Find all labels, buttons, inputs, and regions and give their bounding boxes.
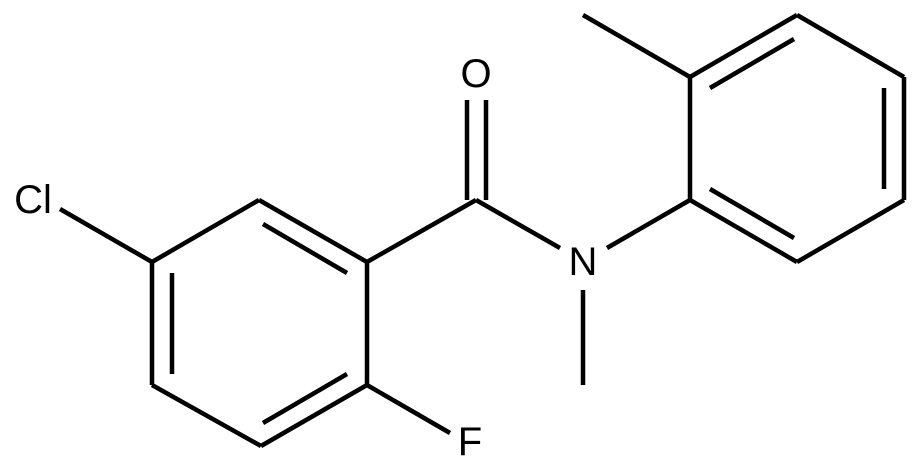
n-aryl-bond (605, 198, 692, 250)
ring-inner-double-bond (708, 37, 796, 90)
nitrogen-label: N (569, 240, 598, 284)
carbonyl-carbon-bond (365, 198, 478, 264)
ring-bond (688, 198, 799, 264)
fluorine-bond (365, 383, 452, 435)
oxygen-label: O (460, 52, 491, 96)
ring-bond (795, 13, 906, 79)
chlorofluorobenzene-ring (149, 198, 370, 448)
fluorine-label: F (458, 420, 482, 464)
ring-bond (688, 13, 799, 79)
tolyl-ring (687, 13, 907, 264)
ring-inner-double-bond (261, 372, 349, 425)
ring-bond (259, 383, 369, 448)
amide-bond (474, 198, 562, 250)
ring-inner-double-bond (261, 222, 349, 275)
chlorine-label: Cl (14, 178, 52, 222)
ring-bond (150, 198, 261, 264)
chlorine-bond (58, 207, 154, 264)
ring-inner-double-bond (708, 187, 796, 240)
ring-bond (150, 383, 263, 448)
aryl-methyl-bond (581, 13, 692, 79)
ring-bond (257, 198, 369, 264)
ring-bond (795, 198, 906, 264)
